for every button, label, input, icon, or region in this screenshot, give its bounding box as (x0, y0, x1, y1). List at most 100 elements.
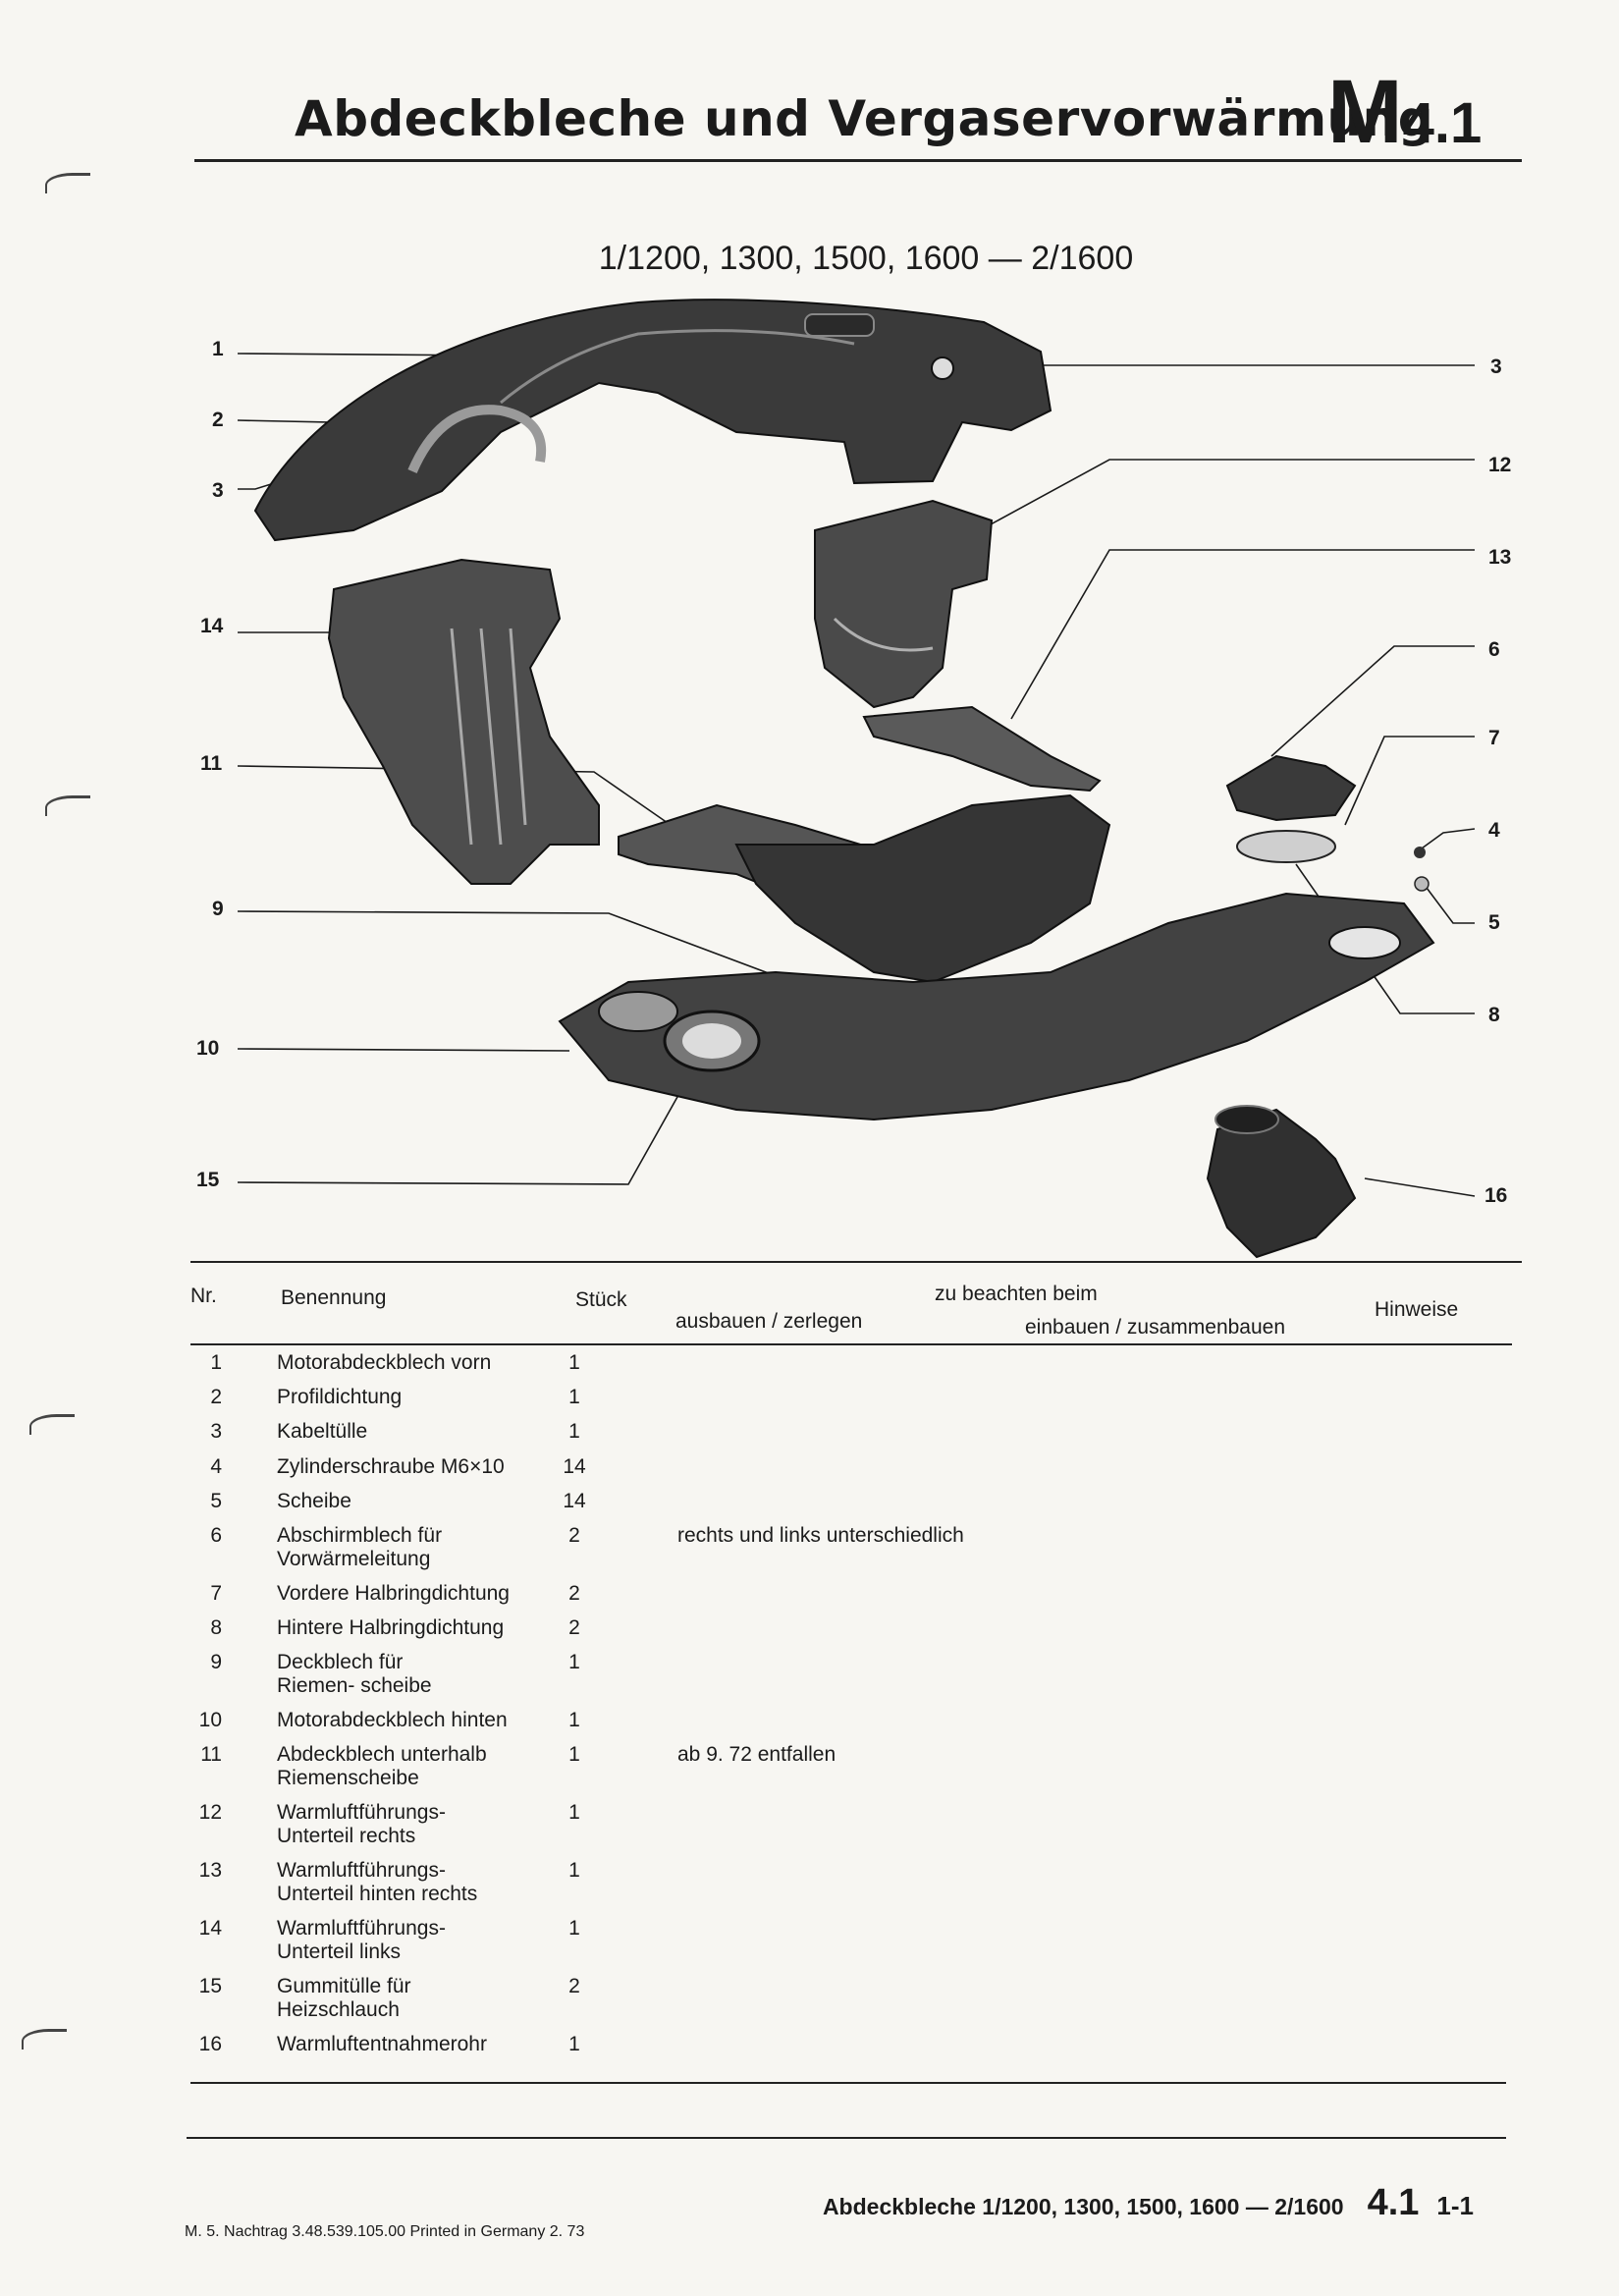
row-name: Hintere Halbringdichtung (277, 1616, 505, 1639)
row-nr: 15 (198, 1975, 222, 1997)
row-qty: 1 (568, 1709, 580, 1731)
callout-6: 6 (1488, 638, 1500, 661)
callout-15: 15 (196, 1169, 220, 1191)
footer-title-text: Abdeckbleche 1/1200, 1300, 1500, 1600 — … (822, 2194, 1344, 2219)
part-warmluft-unterteil-links (327, 558, 600, 885)
table-header-rule (190, 1343, 1512, 1345)
callout-7: 7 (1488, 727, 1500, 749)
row-name: Gummitülle für Heizschlauch (277, 1975, 411, 2021)
row-nr: 1 (210, 1351, 222, 1374)
callout-1: 1 (212, 338, 224, 360)
row-name: Deckblech für Riemen- scheibe (277, 1651, 432, 1697)
row-nr: 7 (210, 1582, 222, 1605)
header-ausbauen: ausbauen / zerlegen (675, 1310, 863, 1333)
row-qty: 1 (568, 1859, 580, 1882)
row-qty: 1 (568, 1743, 580, 1766)
table-bottom-rule (190, 2082, 1506, 2084)
row-name: Motorabdeckblech vorn (277, 1351, 492, 1374)
header-einbauen: einbauen / zusammenbauen (1025, 1316, 1286, 1339)
callout-11: 11 (200, 752, 223, 775)
header-stueck: Stück (575, 1288, 627, 1311)
part-motorabdeckblech-vorn (253, 299, 1052, 542)
row-nr: 6 (210, 1524, 222, 1547)
row-qty: 1 (568, 1651, 580, 1673)
row-name: Warmluftführungs- Unterteil rechts (277, 1801, 446, 1847)
exploded-parts-diagram (237, 299, 1476, 1259)
part-warmluft-unterteil-hinten-rechts (862, 705, 1102, 793)
callout-4: 4 (1488, 819, 1500, 842)
print-info: M. 5. Nachtrag 3.48.539.105.00 Printed i… (185, 2223, 585, 2240)
callout-5: 5 (1488, 911, 1500, 934)
header-rule (194, 159, 1522, 162)
row-qty: 1 (568, 1351, 580, 1374)
row-name: Warmluftführungs- Unterteil links (277, 1917, 446, 1963)
callout-2: 2 (212, 409, 224, 431)
row-qty: 1 (568, 2033, 580, 2055)
row-name: Motorabdeckblech hinten (277, 1709, 508, 1731)
callout-3: 3 (212, 479, 224, 502)
row-qty: 14 (563, 1490, 586, 1512)
binder-hole-mark (29, 1414, 75, 1435)
part-zylinderschraube (1414, 847, 1426, 858)
header-beachten: zu beachten beim (935, 1283, 1098, 1305)
row-qty: 2 (568, 1616, 580, 1639)
row-nr: 9 (210, 1651, 222, 1673)
part-warmluftentnahmerohr (1206, 1108, 1357, 1259)
table-top-rule (190, 1261, 1522, 1263)
section-number: 4.1 (1402, 91, 1483, 155)
row-nr: 10 (198, 1709, 222, 1731)
row-note: rechts und links unterschiedlich (677, 1524, 964, 1547)
page-title: Abdeckbleche und Vergaservorwärmung (295, 90, 1434, 147)
part-vordere-halbringdichtung (1236, 830, 1336, 863)
row-nr: 13 (198, 1859, 222, 1882)
row-qty: 2 (568, 1524, 580, 1547)
footer-page-number: 1-1 (1436, 2191, 1474, 2220)
row-qty: 1 (568, 1420, 580, 1443)
section-id: M4.1 (1327, 67, 1482, 157)
part-deckblech-riemenscheibe (734, 793, 1111, 984)
part-warmluft-unterteil-rechts (814, 499, 994, 709)
callout-13: 13 (1488, 546, 1512, 569)
row-name: Kabeltülle (277, 1420, 368, 1443)
row-name: Warmluftentnahmerohr (277, 2033, 487, 2055)
section-letter: M (1327, 62, 1403, 162)
footer-rule (187, 2137, 1506, 2139)
binder-hole-mark (22, 2029, 67, 2050)
row-qty: 2 (568, 1975, 580, 1997)
row-qty: 1 (568, 1801, 580, 1824)
part-scheibe (1414, 876, 1430, 892)
callout-16: 16 (1484, 1184, 1508, 1207)
row-name: Warmluftführungs- Unterteil hinten recht… (277, 1859, 478, 1905)
row-name: Zylinderschraube M6×10 (277, 1455, 505, 1478)
row-nr: 14 (198, 1917, 222, 1940)
part-profildichtung (407, 405, 547, 473)
binder-hole-mark (45, 173, 90, 193)
row-name: Profildichtung (277, 1386, 403, 1408)
part-abschirmblech (1225, 754, 1357, 822)
header-nr: Nr. (190, 1285, 217, 1307)
row-nr: 12 (198, 1801, 222, 1824)
row-qty: 2 (568, 1582, 580, 1605)
row-nr: 16 (198, 2033, 222, 2055)
part-motorabdeckblech-hinten (558, 892, 1435, 1121)
row-nr: 5 (210, 1490, 222, 1512)
callout-9: 9 (212, 898, 224, 920)
row-qty: 1 (568, 1917, 580, 1940)
footer-section-number: 4.1 (1367, 2182, 1420, 2223)
row-name: Vordere Halbringdichtung (277, 1582, 510, 1605)
row-note: ab 9. 72 entfallen (677, 1743, 836, 1766)
binder-hole-mark (45, 795, 90, 816)
callout-8: 8 (1488, 1004, 1500, 1026)
row-nr: 2 (210, 1386, 222, 1408)
row-name: Abdeckblech unterhalb Riemenscheibe (277, 1743, 487, 1789)
header-hinweise: Hinweise (1375, 1298, 1459, 1321)
callout-10: 10 (196, 1037, 220, 1060)
callout-3-right: 3 (1490, 355, 1502, 378)
row-nr: 4 (210, 1455, 222, 1478)
row-qty: 14 (563, 1455, 586, 1478)
row-qty: 1 (568, 1386, 580, 1408)
models-heading: 1/1200, 1300, 1500, 1600 — 2/1600 (598, 240, 1134, 277)
header-benennung: Benennung (281, 1286, 387, 1309)
row-nr: 11 (200, 1743, 222, 1766)
row-name: Scheibe (277, 1490, 351, 1512)
